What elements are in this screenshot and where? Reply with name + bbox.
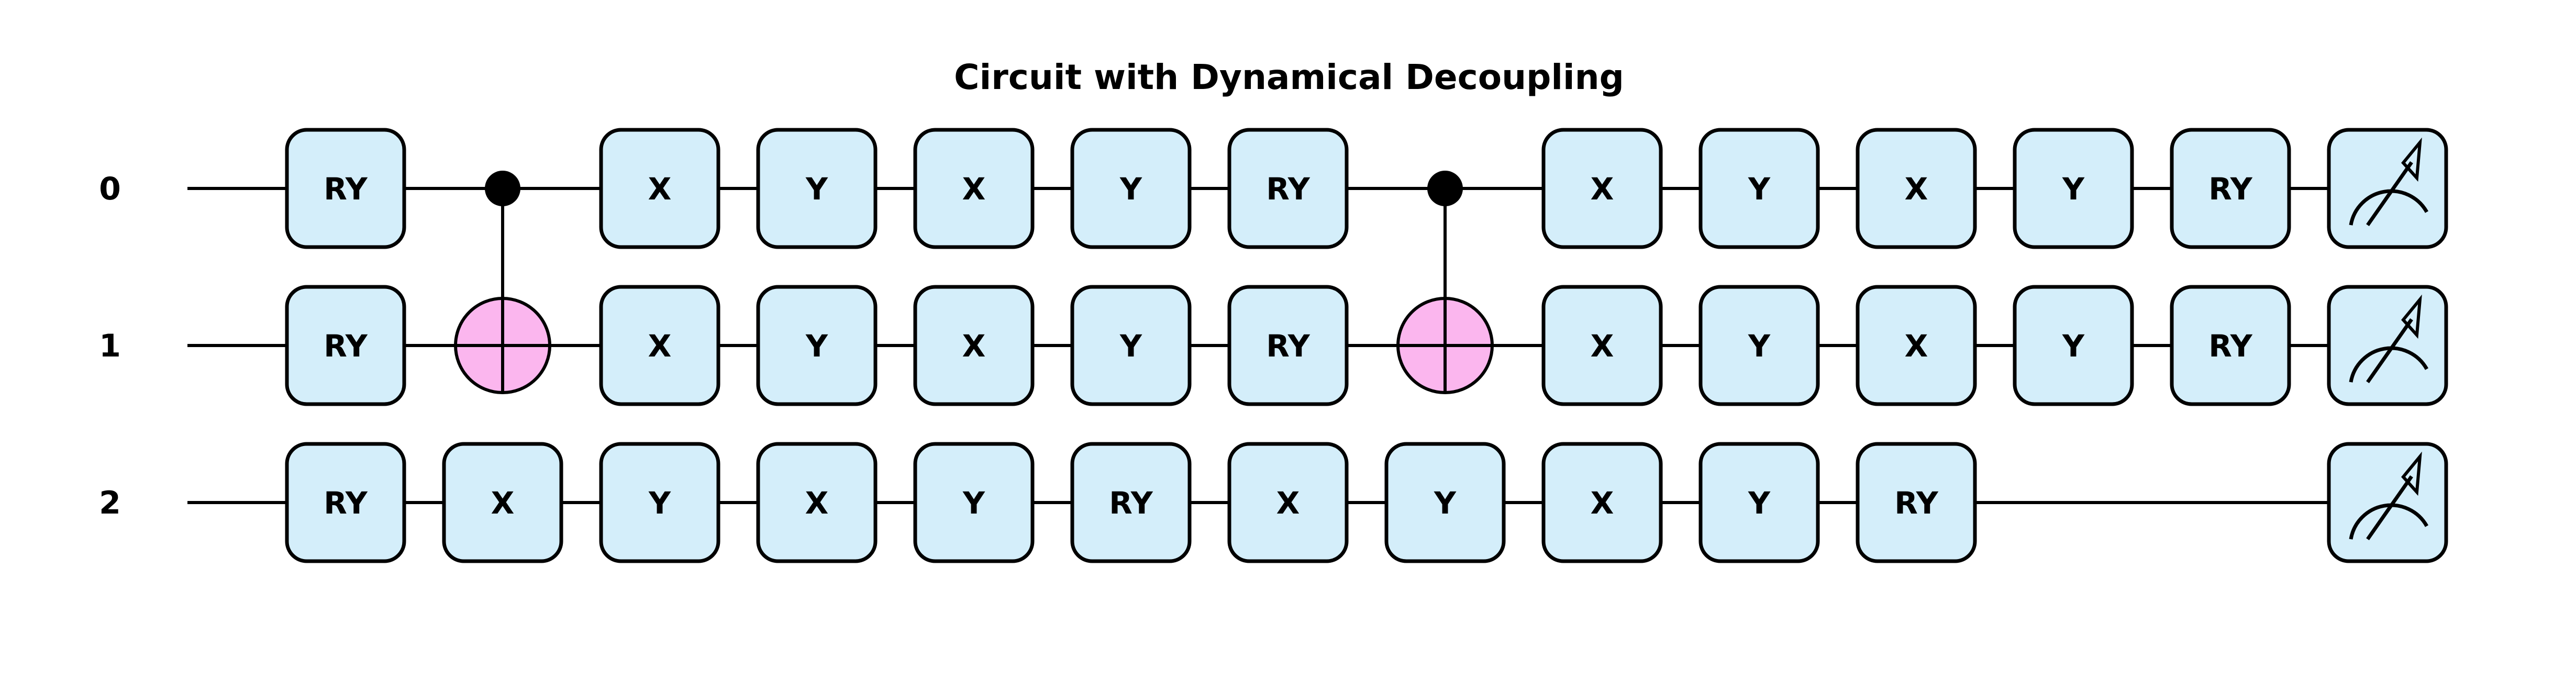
gate-label: X (1591, 485, 1614, 521)
gate-label: Y (1119, 171, 1142, 207)
gate-label: Y (1748, 328, 1771, 364)
gate-label: Y (1748, 171, 1771, 207)
meter-needle-icon (2366, 161, 2413, 227)
gate-label: Y (805, 171, 828, 207)
gate-ry-q0: RY (2170, 128, 2291, 249)
gate-layer: RY RY RY X X X Y Y Y X X X Y Y Y RY RY RY X Y X X X Y Y Y X X RY Y Y RY… (285, 128, 2448, 563)
meter-needle-icon (2366, 475, 2413, 541)
gate-x-q1: X (1541, 285, 1663, 406)
meter-arc-icon (2349, 503, 2429, 540)
gate-x-q2: X (442, 442, 563, 563)
gate-y-q2: Y (1698, 442, 1820, 563)
gate-ry-q0: RY (285, 128, 406, 249)
gate-label: Y (2062, 171, 2085, 207)
meter-arc-icon (2349, 346, 2429, 383)
cnot-control-dot (1427, 171, 1463, 206)
gate-x-q0: X (1541, 128, 1663, 249)
gate-label: RY (1266, 328, 1310, 364)
gate-label: X (1905, 328, 1928, 364)
gate-label: X (805, 485, 829, 521)
gate-label: Y (805, 328, 828, 364)
gate-ry-q0: RY (1227, 128, 1349, 249)
qubit-label-0: 0 (99, 171, 121, 207)
gate-label: X (962, 328, 986, 364)
gate-label: Y (962, 485, 985, 521)
meter-arc-icon (2349, 189, 2429, 226)
gate-ry-q1: RY (285, 285, 406, 406)
gate-label: X (1591, 328, 1614, 364)
gate-ry-q2: RY (1070, 442, 1192, 563)
gate-x-q0: X (913, 128, 1035, 249)
gate-label: Y (1119, 328, 1142, 364)
meter-arrowhead-icon (2401, 294, 2422, 339)
measure-gate-q0 (2327, 128, 2448, 249)
gate-y-q1: Y (1698, 285, 1820, 406)
gate-ry-q1: RY (2170, 285, 2291, 406)
gate-x-q0: X (1856, 128, 1977, 249)
gate-x-q2: X (1541, 442, 1663, 563)
measure-gate-q1 (2327, 285, 2448, 406)
gate-label: RY (1894, 485, 1938, 521)
gate-y-q2: Y (599, 442, 720, 563)
gate-y-q0: Y (1070, 128, 1192, 249)
gate-label: Y (2062, 328, 2085, 364)
gate-y-q1: Y (1070, 285, 1192, 406)
gate-label: X (1905, 171, 1928, 207)
diagram-title: Circuit with Dynamical Decoupling (954, 57, 1624, 97)
gate-label: X (648, 171, 672, 207)
gate-x-q1: X (1856, 285, 1977, 406)
gate-label: Y (1434, 485, 1457, 521)
qubit-label-2: 2 (99, 485, 121, 521)
cnot-target (1396, 297, 1494, 394)
gate-label: X (1276, 485, 1300, 521)
gate-y-q2: Y (1384, 442, 1506, 563)
gate-label: RY (324, 485, 368, 521)
gate-label: RY (2208, 171, 2252, 207)
gate-label: X (491, 485, 515, 521)
meter-arrowhead-icon (2401, 451, 2422, 496)
gate-label: RY (2208, 328, 2252, 364)
gate-label: RY (324, 328, 368, 364)
gate-label: RY (1109, 485, 1153, 521)
gate-ry-q2: RY (285, 442, 406, 563)
gate-x-q1: X (913, 285, 1035, 406)
gate-y-q0: Y (2013, 128, 2134, 249)
gate-label: X (648, 328, 672, 364)
gate-y-q0: Y (1698, 128, 1820, 249)
cnot-target (454, 297, 551, 394)
gate-x-q1: X (599, 285, 720, 406)
gate-ry-q2: RY (1856, 442, 1977, 563)
gate-label: Y (648, 485, 671, 521)
gate-ry-q1: RY (1227, 285, 1349, 406)
meter-arrowhead-icon (2401, 137, 2422, 182)
gate-x-q0: X (599, 128, 720, 249)
qubit-label-1: 1 (99, 328, 121, 364)
cnot-control-dot (485, 171, 520, 206)
gate-y-q0: Y (756, 128, 878, 249)
measure-gate-q2 (2327, 442, 2448, 563)
gate-label: X (962, 171, 986, 207)
meter-needle-icon (2366, 318, 2413, 384)
gate-y-q2: Y (913, 442, 1035, 563)
gate-label: RY (1266, 171, 1310, 207)
gate-label: RY (324, 171, 368, 207)
gate-x-q2: X (756, 442, 878, 563)
gate-label: Y (1748, 485, 1771, 521)
gate-y-q1: Y (756, 285, 878, 406)
gate-label: X (1591, 171, 1614, 207)
gate-y-q1: Y (2013, 285, 2134, 406)
gate-x-q2: X (1227, 442, 1349, 563)
qubit-labels: 0 1 2 (99, 171, 121, 521)
